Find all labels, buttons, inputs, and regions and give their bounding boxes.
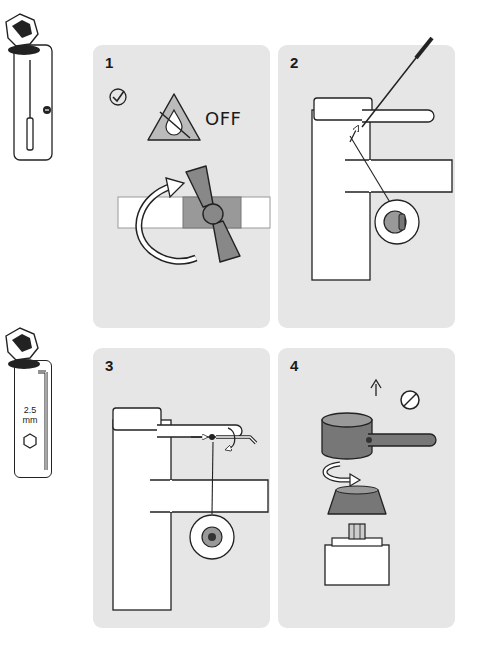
step-number: 1 [105, 54, 113, 71]
off-label: OFF [205, 109, 241, 129]
tool-box: 2.5 mm [14, 360, 52, 478]
dimension-label: 2.5 mm [22, 405, 38, 425]
step-number: 4 [290, 357, 298, 374]
step-panel: 1OFF [93, 45, 270, 328]
step-number: 2 [290, 54, 298, 71]
step-number: 3 [105, 357, 113, 374]
tool-icon [6, 328, 40, 369]
step-panel: 3 [93, 348, 270, 628]
step-panel: 4 [278, 348, 455, 628]
tool-icon [6, 14, 40, 55]
step-panel: 2 [278, 45, 455, 328]
